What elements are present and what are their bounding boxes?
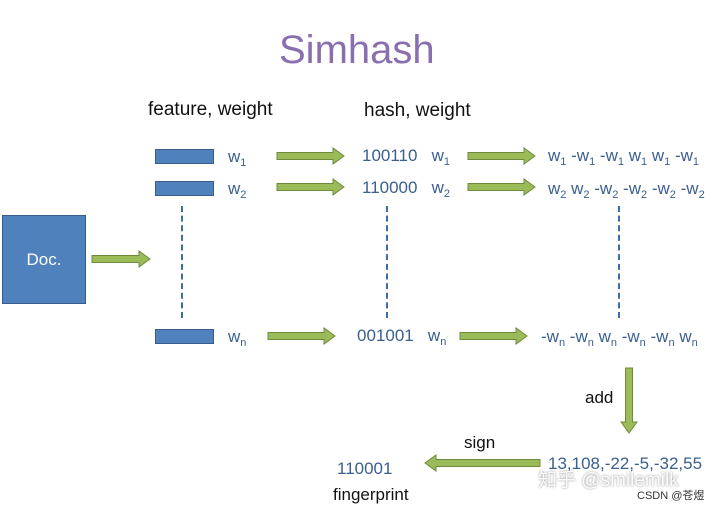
w2-idx-e: 2 <box>669 189 676 201</box>
hash-weight-2-index: 2 <box>443 188 451 200</box>
feature-bar-1 <box>155 149 214 164</box>
wn-idx-a: n <box>558 337 566 349</box>
wn-idx-d: n <box>639 337 646 349</box>
wn-idx-e: n <box>668 337 675 349</box>
hash-row-1: 100110 w1 <box>362 146 451 168</box>
wn-idx-c: n <box>610 337 617 349</box>
fingerprint-value: 110001 <box>337 459 393 478</box>
feature-weight-2: w2 <box>228 179 247 201</box>
w1-idx-f: 1 <box>692 156 700 168</box>
diagram-title: Simhash <box>279 28 435 72</box>
arrow-hash2-to-vector <box>467 178 536 196</box>
w2-idx-d: 2 <box>641 189 648 201</box>
w1-idx-e: 1 <box>664 156 671 168</box>
feature-bar-n <box>155 329 214 344</box>
hash-weight-1-index: 1 <box>443 156 451 168</box>
weighted-vector-n: -wn -wn wn -wn -wn wn <box>541 327 698 349</box>
ellipsis-dashes-vectors <box>618 206 620 318</box>
arrow-add <box>620 367 638 434</box>
hash-value-2: 110000 <box>362 178 418 197</box>
hash-row-2: 110000 w2 <box>362 178 451 200</box>
feature-weight-2-index: 2 <box>240 189 247 201</box>
arrow-featuren-to-hash <box>267 327 336 345</box>
hash-value-1: 100110 <box>362 146 418 165</box>
arrow-doc-to-features <box>91 250 151 268</box>
weighted-vector-2: w2 w2 -w2 -w2 -w2 -w2 <box>548 179 705 201</box>
arrow-hashn-to-vector <box>459 327 528 345</box>
hash-row-n: 001001 wn <box>357 326 447 348</box>
header-feature-weight: feature, weight <box>148 99 273 120</box>
arrow-feature2-to-hash <box>276 178 345 196</box>
wn-idx-f: n <box>691 337 698 349</box>
hash-value-n: 001001 <box>357 326 414 345</box>
w2-idx-b: 2 <box>583 189 590 201</box>
add-label: add <box>585 388 614 407</box>
feature-bar-2 <box>155 181 214 196</box>
header-hash-weight: hash, weight <box>364 100 471 121</box>
doc-box: Doc. <box>2 215 86 304</box>
fingerprint-label: fingerprint <box>333 485 409 504</box>
doc-label: Doc. <box>26 249 62 269</box>
feature-weight-1-index: 1 <box>240 157 247 169</box>
hash-weight-n-index: n <box>440 336 447 348</box>
feature-weight-n: wn <box>228 327 247 349</box>
arrow-sign <box>424 454 541 472</box>
w1-idx-c: 1 <box>617 156 624 168</box>
w2-idx-a: 2 <box>560 189 567 201</box>
feature-weight-n-index: n <box>240 337 247 349</box>
w2-idx-c: 2 <box>612 189 619 201</box>
w1-idx-b: 1 <box>589 156 596 168</box>
w2-idx-f: 2 <box>698 189 705 201</box>
arrow-feature1-to-hash <box>276 147 345 165</box>
arrow-hash1-to-vector <box>467 147 536 165</box>
wn-idx-b: n <box>587 337 594 349</box>
ellipsis-dashes-features <box>181 206 183 318</box>
ellipsis-dashes-hashes <box>386 206 388 318</box>
watermark: 知乎 @smilemilk <box>538 470 679 491</box>
feature-weight-1: w1 <box>228 147 247 169</box>
w1-idx-a: 1 <box>560 156 567 168</box>
sign-label: sign <box>464 433 496 452</box>
sum-vector: 13,108,-22,-5,-32,55 <box>548 454 703 473</box>
w1-idx-d: 1 <box>641 156 648 168</box>
weighted-vector-1: w1 -w1 -w1 w1 w1 -w1 <box>548 146 700 168</box>
csdn-credit: CSDN @苍煜 <box>637 490 705 502</box>
